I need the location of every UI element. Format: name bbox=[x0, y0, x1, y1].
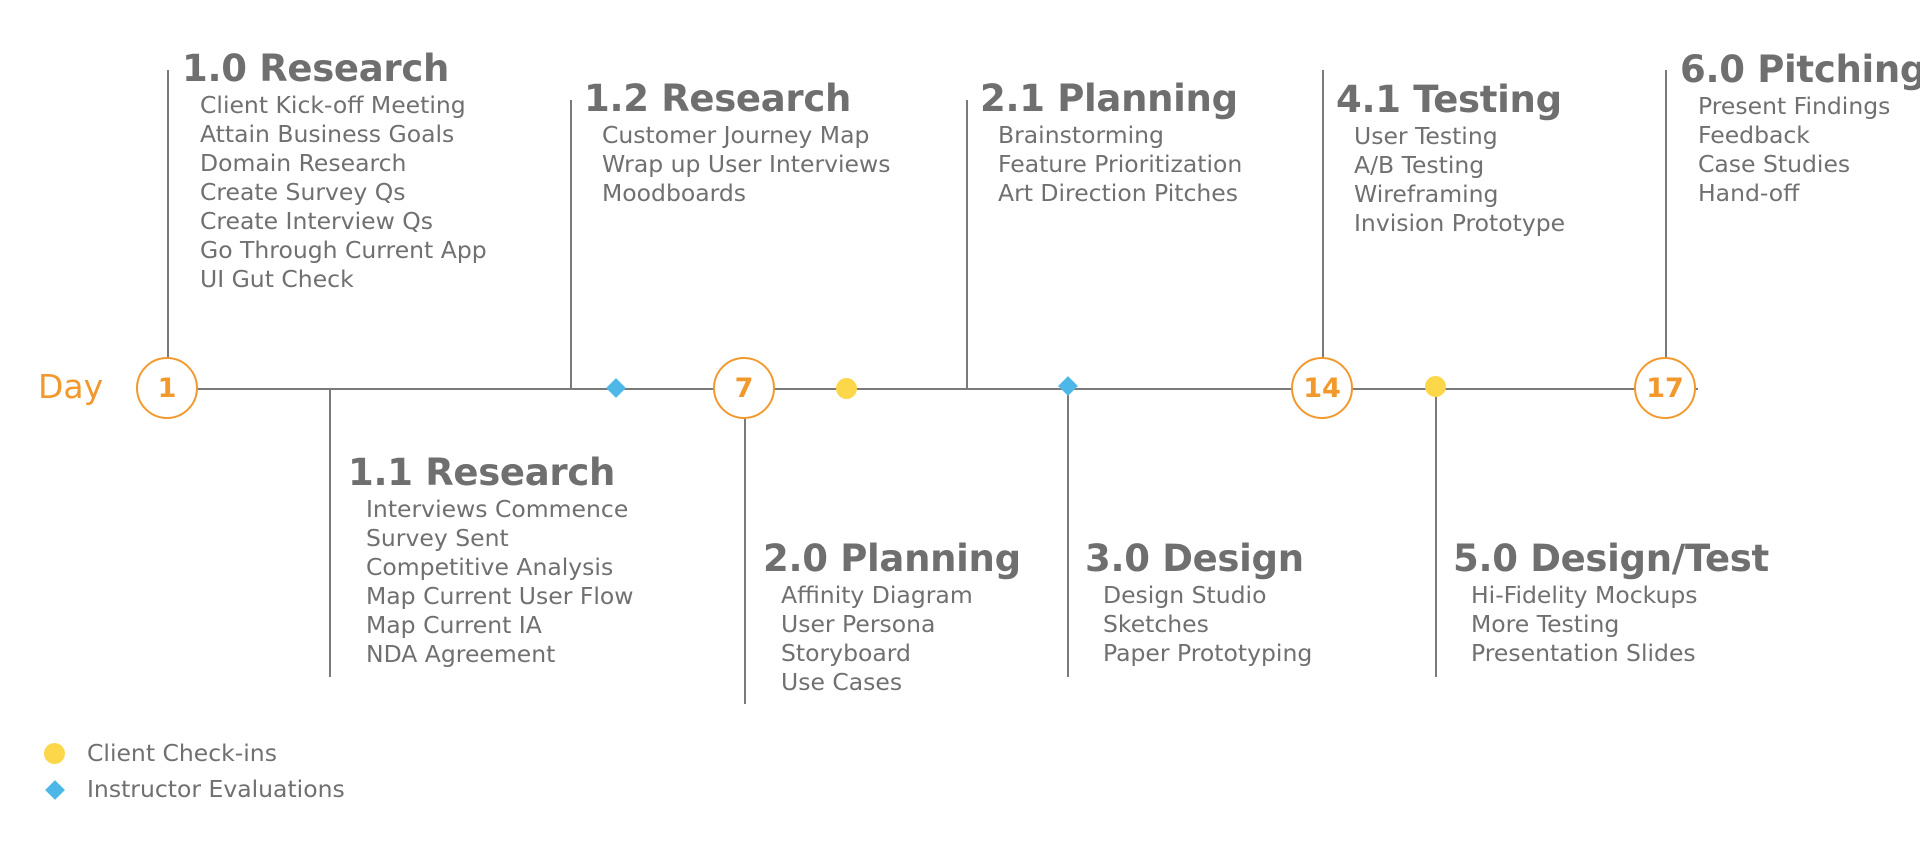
phase-task-list: Customer Journey Map Wrap up User Interv… bbox=[584, 121, 890, 208]
phase-task: Create Interview Qs bbox=[200, 207, 434, 235]
instructor-evaluation-diamond bbox=[1058, 376, 1078, 396]
phase-task: Storyboard bbox=[781, 639, 911, 667]
phase-task: Presentation Slides bbox=[1471, 639, 1696, 667]
phase-task: User Testing bbox=[1354, 122, 1498, 150]
phase-title: 4.1 Testing bbox=[1336, 78, 1562, 121]
phase-task: Feature Prioritization bbox=[998, 150, 1243, 178]
connector-line bbox=[570, 100, 572, 388]
day-marker-14: 14 bbox=[1291, 357, 1353, 419]
phase-task: Case Studies bbox=[1698, 150, 1851, 178]
phase-task: Wrap up User Interviews bbox=[602, 150, 891, 178]
phase-task: Client Kick-off Meeting bbox=[200, 91, 466, 119]
phase-title: 6.0 Pitching bbox=[1680, 48, 1920, 91]
phase-task: Hand-off bbox=[1698, 179, 1800, 207]
phase-task: Design Studio bbox=[1103, 581, 1267, 609]
day-marker-1: 1 bbox=[136, 357, 198, 419]
phase-title: 1.2 Research bbox=[584, 77, 852, 120]
phase-task: More Testing bbox=[1471, 610, 1620, 638]
phase-task: Feedback bbox=[1698, 121, 1810, 149]
phase-task: Brainstorming bbox=[998, 121, 1164, 149]
phase-title: 2.0 Planning bbox=[763, 537, 1021, 580]
phase-task: Attain Business Goals bbox=[200, 120, 455, 148]
phase-task: Moodboards bbox=[602, 179, 747, 207]
phase-task-list: Present Findings Feedback Case Studies H… bbox=[1680, 92, 1920, 208]
phase-task-list: User Testing A/B Testing Wireframing Inv… bbox=[1336, 122, 1565, 238]
phase-task: Interviews Commence bbox=[366, 495, 629, 523]
legend-instructor-evaluations: Instructor Evaluations bbox=[44, 775, 345, 804]
day-label: Day bbox=[38, 367, 104, 406]
connector-line bbox=[1067, 388, 1069, 677]
client-checkin-dot-icon bbox=[44, 743, 65, 764]
phase-1-0-research: 1.0 Research Client Kick-off Meeting Att… bbox=[182, 47, 487, 294]
connector-line bbox=[744, 388, 746, 704]
phase-title: 1.0 Research bbox=[182, 47, 450, 90]
phase-task: Create Survey Qs bbox=[200, 178, 406, 206]
phase-task: Map Current IA bbox=[366, 611, 542, 639]
day-marker-17: 17 bbox=[1634, 357, 1696, 419]
phase-task: User Persona bbox=[781, 610, 936, 638]
phase-task-list: Brainstorming Feature Prioritization Art… bbox=[980, 121, 1242, 208]
instructor-evaluation-diamond bbox=[606, 378, 626, 398]
connector-line bbox=[1435, 388, 1437, 677]
phase-title: 1.1 Research bbox=[348, 451, 616, 494]
timeline-axis bbox=[168, 388, 1698, 390]
legend-label: Client Check-ins bbox=[87, 739, 277, 767]
phase-task: Customer Journey Map bbox=[602, 121, 870, 149]
connector-line bbox=[1322, 70, 1324, 388]
client-checkin-dot bbox=[1425, 376, 1446, 397]
phase-task: Survey Sent bbox=[366, 524, 509, 552]
phase-2-0-planning: 2.0 Planning Affinity Diagram User Perso… bbox=[763, 537, 1021, 697]
phase-task: Map Current User Flow bbox=[366, 582, 634, 610]
phase-title: 3.0 Design bbox=[1085, 537, 1304, 580]
phase-task: Hi-Fidelity Mockups bbox=[1471, 581, 1698, 609]
instructor-evaluation-diamond-icon bbox=[44, 779, 65, 800]
phase-task: Use Cases bbox=[781, 668, 903, 696]
phase-task: Sketches bbox=[1103, 610, 1209, 638]
phase-task-list: Client Kick-off Meeting Attain Business … bbox=[182, 91, 487, 294]
phase-1-2-research: 1.2 Research Customer Journey Map Wrap u… bbox=[584, 77, 890, 208]
phase-task: Wireframing bbox=[1354, 180, 1499, 208]
phase-task: Art Direction Pitches bbox=[998, 179, 1238, 207]
phase-6-0-pitching: 6.0 Pitching Present Findings Feedback C… bbox=[1680, 48, 1920, 208]
day-marker-7: 7 bbox=[713, 357, 775, 419]
phase-task: Invision Prototype bbox=[1354, 209, 1566, 237]
phase-task: Paper Prototyping bbox=[1103, 639, 1313, 667]
phase-task-list: Hi-Fidelity Mockups More Testing Present… bbox=[1453, 581, 1769, 668]
phase-task: NDA Agreement bbox=[366, 640, 556, 668]
phase-task: UI Gut Check bbox=[200, 265, 354, 293]
legend-label: Instructor Evaluations bbox=[87, 775, 345, 803]
connector-line bbox=[167, 70, 169, 388]
phase-task: Present Findings bbox=[1698, 92, 1891, 120]
phase-title: 5.0 Design/Test bbox=[1453, 537, 1769, 580]
client-checkin-dot bbox=[836, 378, 857, 399]
phase-3-0-design: 3.0 Design Design Studio Sketches Paper … bbox=[1085, 537, 1312, 668]
phase-task: A/B Testing bbox=[1354, 151, 1485, 179]
connector-line bbox=[1665, 70, 1667, 388]
phase-task: Domain Research bbox=[200, 149, 407, 177]
connector-line bbox=[966, 100, 968, 388]
phase-4-1-testing: 4.1 Testing User Testing A/B Testing Wir… bbox=[1336, 78, 1565, 238]
phase-title: 2.1 Planning bbox=[980, 77, 1238, 120]
phase-2-1-planning: 2.1 Planning Brainstorming Feature Prior… bbox=[980, 77, 1242, 208]
phase-task: Affinity Diagram bbox=[781, 581, 973, 609]
phase-task-list: Affinity Diagram User Persona Storyboard… bbox=[763, 581, 1021, 697]
phase-task: Competitive Analysis bbox=[366, 553, 614, 581]
phase-task-list: Interviews Commence Survey Sent Competit… bbox=[348, 495, 633, 669]
phase-task: Go Through Current App bbox=[200, 236, 487, 264]
phase-task-list: Design Studio Sketches Paper Prototyping bbox=[1085, 581, 1312, 668]
connector-line bbox=[329, 388, 331, 677]
legend-client-checkins: Client Check-ins bbox=[44, 739, 277, 768]
phase-1-1-research: 1.1 Research Interviews Commence Survey … bbox=[348, 451, 633, 669]
phase-5-0-design-test: 5.0 Design/Test Hi-Fidelity Mockups More… bbox=[1453, 537, 1769, 668]
